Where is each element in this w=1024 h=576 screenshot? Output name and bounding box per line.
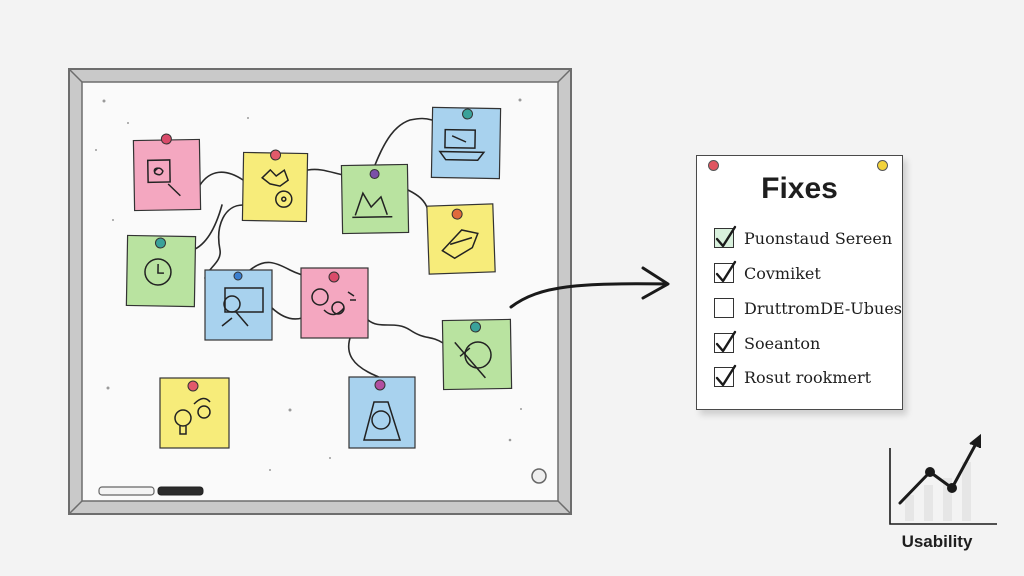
tools-doodle-icon: [454, 341, 492, 379]
checklist-item[interactable]: Soeanton: [714, 330, 821, 355]
usability-chart: [889, 433, 997, 525]
checklist-item-label: Puonstaud Sereen: [744, 228, 893, 248]
checklist-item[interactable]: DruttromDE-Ubues: [714, 296, 902, 320]
gear-doodle-icon: [261, 168, 293, 208]
checklist-item[interactable]: Covmiket: [714, 260, 821, 285]
checklist-title: Fixes: [761, 172, 838, 205]
lock-doodle-icon: [363, 401, 402, 441]
spiral-doodle-icon: [146, 159, 181, 197]
checkbox[interactable]: [714, 260, 737, 283]
checkmark-icon: [715, 260, 737, 283]
trend-line-icon: [898, 438, 980, 505]
sticky-note-pink-1: [132, 133, 202, 212]
yellow-pin-icon: [877, 160, 888, 171]
chart-bars: [905, 462, 971, 521]
sticky-note-blue-2: [204, 269, 273, 341]
chart-doodle-icon: [352, 191, 393, 219]
fixes-checklist: Fixes Puonstaud Sereen Covmiket Druttrom…: [696, 155, 903, 410]
sticky-note-yellow-2: [426, 203, 496, 275]
sticky-note-pink-2: [300, 267, 369, 339]
checkmark-icon: [715, 330, 737, 353]
black-marker-icon: [157, 486, 204, 496]
devices-doodle-icon: [438, 128, 486, 161]
usability-label: Usability: [901, 532, 973, 551]
sticky-note-green-3: [441, 318, 513, 391]
arrow-right-icon: [509, 266, 670, 309]
sticky-note-blue-1: [430, 106, 502, 180]
checklist-item[interactable]: Rosut rookmert: [714, 364, 872, 389]
sticky-note-yellow-3: [159, 377, 230, 449]
checklist-item[interactable]: Puonstaud Sereen: [714, 225, 893, 250]
sticky-note-blue-3: [348, 376, 416, 449]
checkmark-icon: [715, 225, 737, 248]
checkmark-icon: [715, 364, 737, 387]
markers: [98, 486, 204, 496]
checkbox[interactable]: [714, 225, 737, 248]
checkbox[interactable]: [714, 364, 737, 387]
sticky-note-yellow-1: [241, 149, 309, 223]
sticky-note-green-2: [125, 234, 197, 308]
sticky-notes: [125, 106, 513, 449]
arrow-up-icon: [969, 433, 981, 448]
checklist-item-label: Rosut rookmert: [744, 367, 872, 387]
red-pin-icon: [708, 160, 719, 171]
clock-doodle-icon: [144, 258, 172, 286]
launch-doodle-icon: [441, 229, 479, 260]
board-specks: [95, 98, 522, 471]
lightbulb-doodle-icon: [174, 397, 211, 435]
checklist-item-label: Covmiket: [744, 263, 821, 283]
checklist-item-label: Soeanton: [744, 333, 821, 353]
checklist-item-label: DruttromDE-Ubues: [744, 298, 903, 318]
white-marker-icon: [98, 486, 155, 496]
magnifier-doodle-icon: [221, 287, 264, 327]
magnet-icon: [531, 468, 547, 484]
sticky-note-green-1: [340, 163, 410, 235]
checkbox[interactable]: [714, 330, 737, 353]
chart-axes: [889, 448, 997, 525]
idea-doodle-icon: [311, 288, 356, 316]
checkbox[interactable]: [714, 298, 734, 318]
